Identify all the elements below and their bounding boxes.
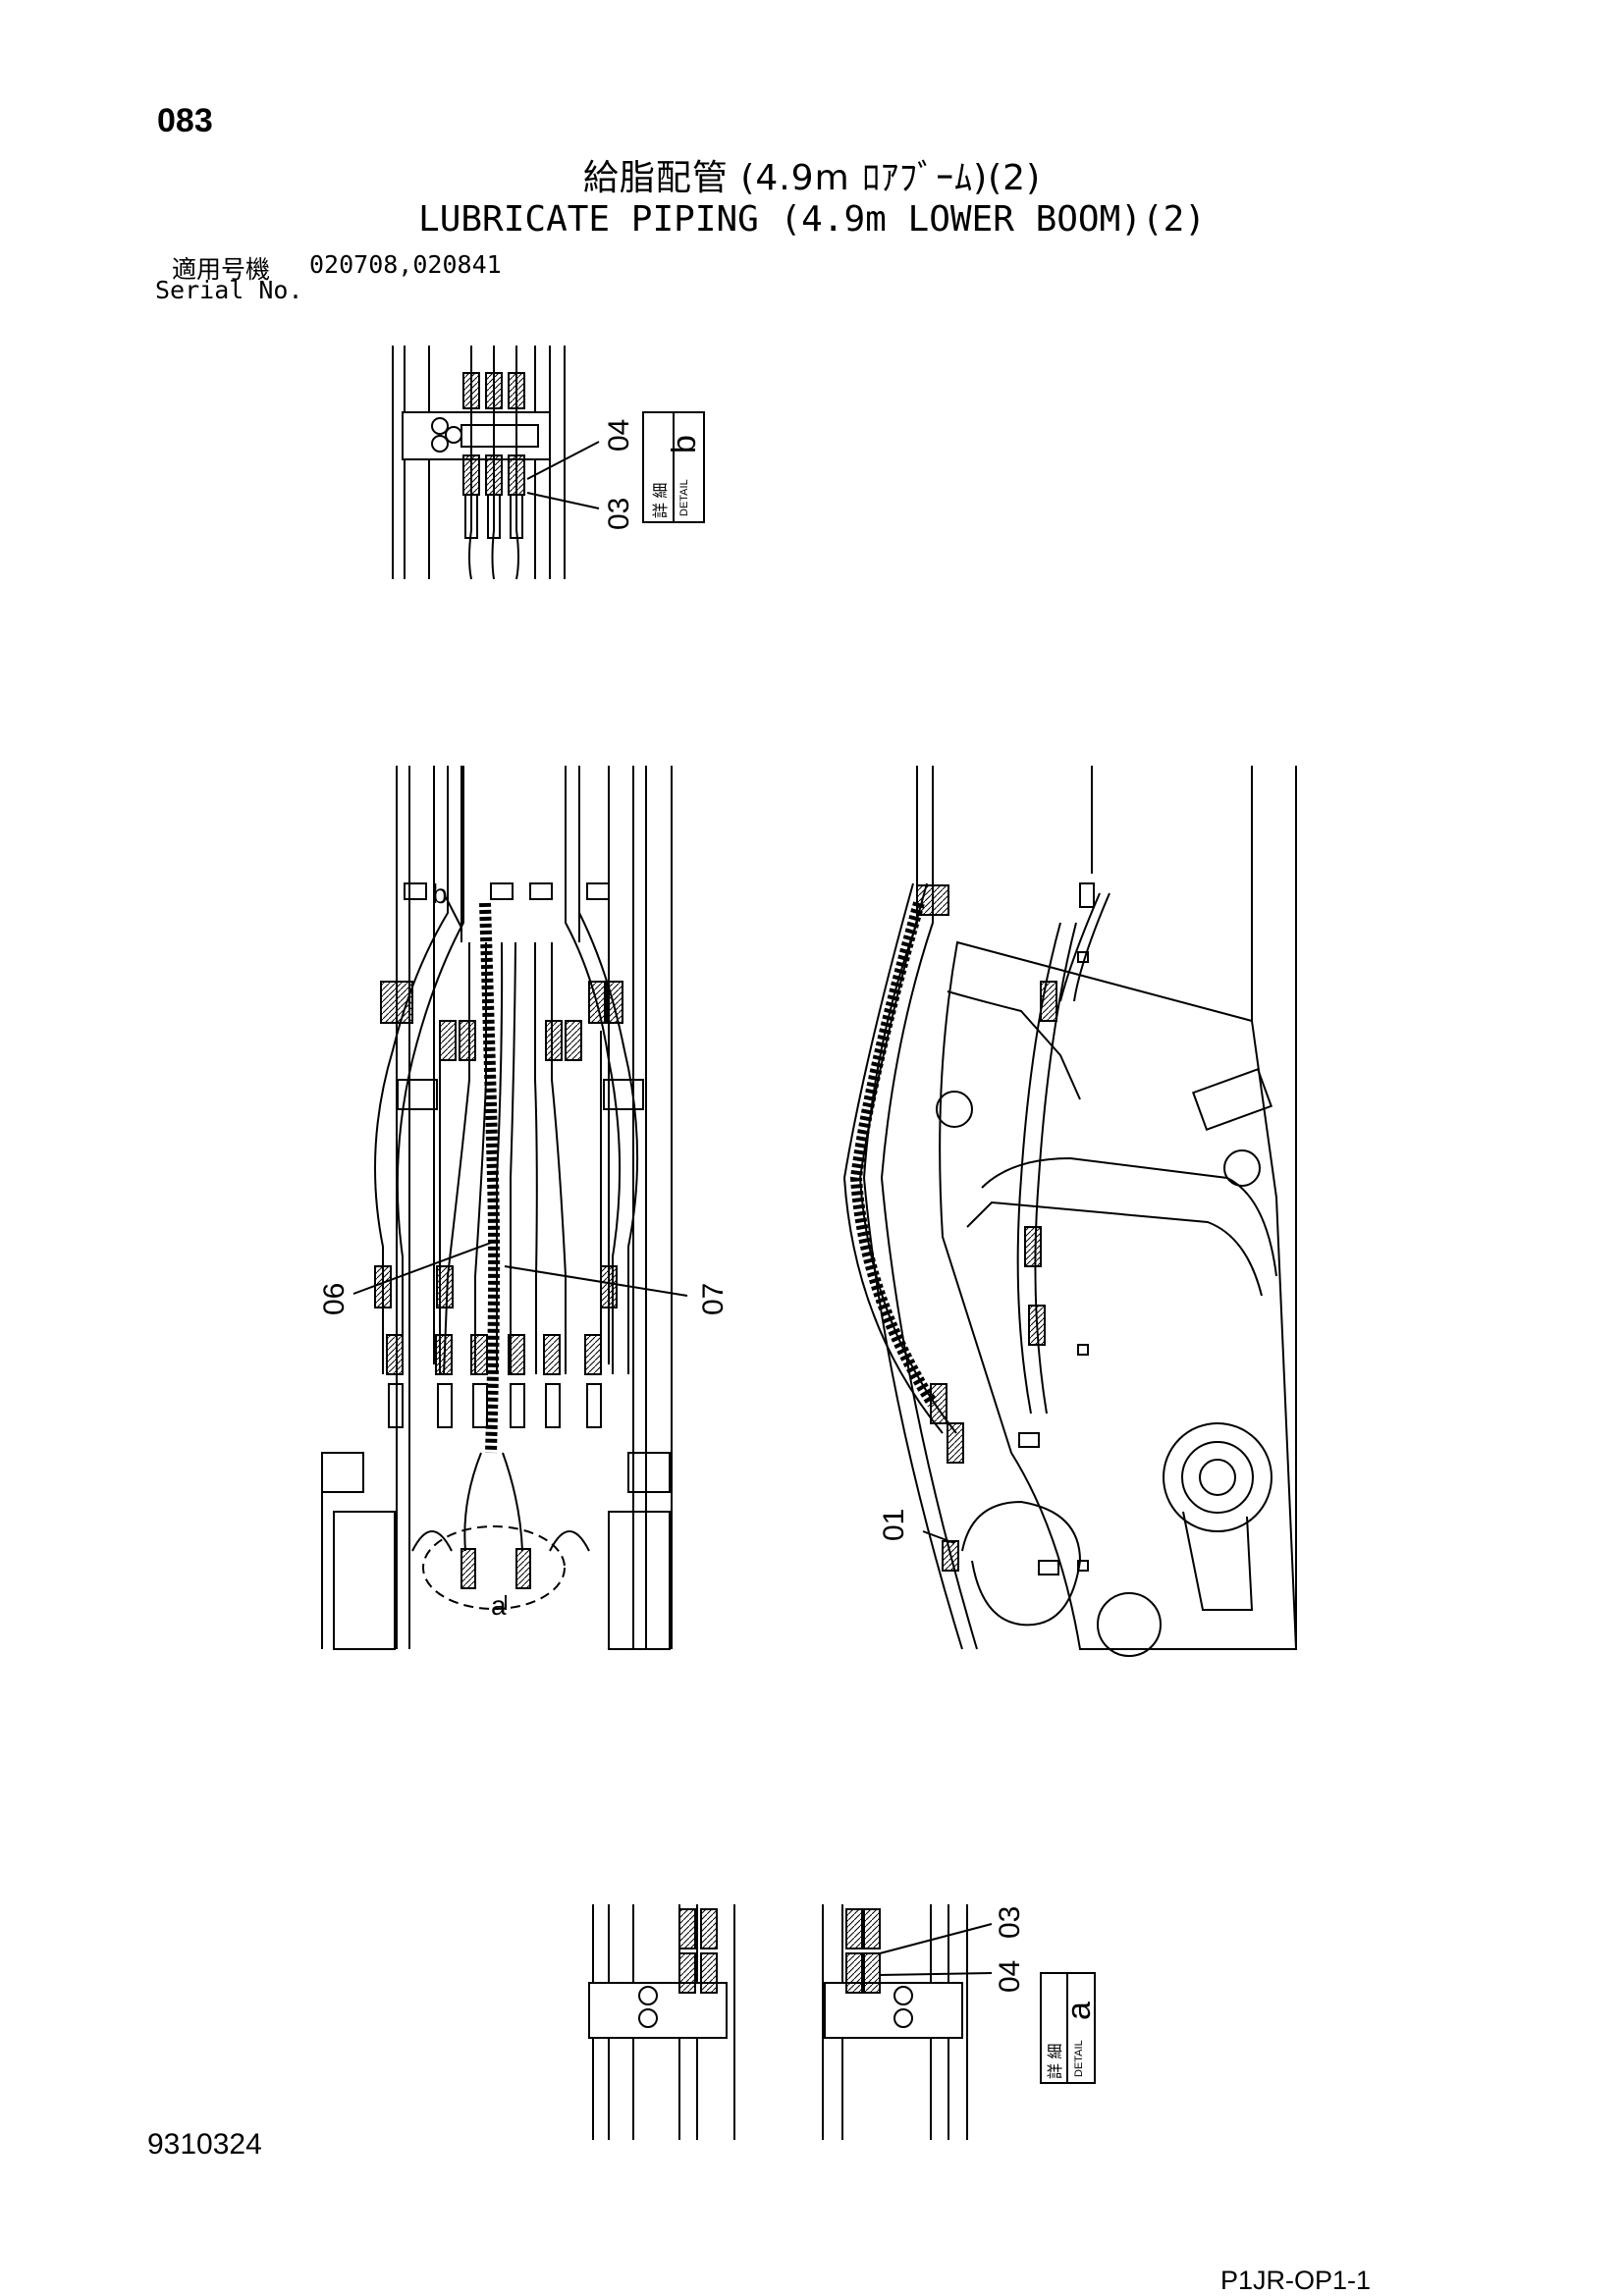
detail-mark-b: b [432, 879, 448, 909]
callout-07: 07 [697, 1283, 730, 1315]
serial-label-english: Serial No. [155, 276, 303, 304]
detail-a-kanji: 詳 細 [1047, 2044, 1064, 2079]
main-view-drawing [321, 766, 688, 1650]
detail-b-drawing [392, 346, 600, 580]
serial-label-japanese: 適用号機 [172, 255, 271, 284]
document-number: 9310324 [147, 2128, 262, 2161]
callout-03-detail-a: 03 [994, 1906, 1026, 1939]
callout-04-detail-b: 04 [603, 419, 635, 452]
callout-01: 01 [878, 1509, 910, 1541]
detail-b-english: DETAIL [678, 479, 690, 516]
title-english: LUBRICATE PIPING (4.9m LOWER BOOM)(2) [418, 199, 1206, 240]
callout-04-detail-a: 04 [994, 1960, 1026, 1993]
detail-a-box [1040, 1972, 1096, 2084]
serial-values: 020708,020841 [309, 250, 502, 279]
page-number: 083 [157, 102, 213, 139]
detail-a-drawing [588, 1904, 993, 2140]
side-view-drawing [842, 766, 1298, 1657]
callout-03-detail-b: 03 [603, 498, 635, 530]
detail-a-letter: a [1060, 2002, 1098, 2020]
detail-b-box [642, 411, 705, 523]
page-code: P1JR-OP1-1 [1220, 2266, 1372, 2295]
detail-b-kanji: 詳 細 [652, 483, 670, 518]
detail-a-english: DETAIL [1073, 2040, 1085, 2077]
callout-06: 06 [318, 1283, 351, 1315]
detail-b-letter: b [666, 435, 703, 454]
title-japanese: 給脂配管 (4.9m ﾛｱﾌﾞｰﾑ)(2) [582, 158, 1042, 198]
detail-mark-a: a [491, 1590, 507, 1621]
